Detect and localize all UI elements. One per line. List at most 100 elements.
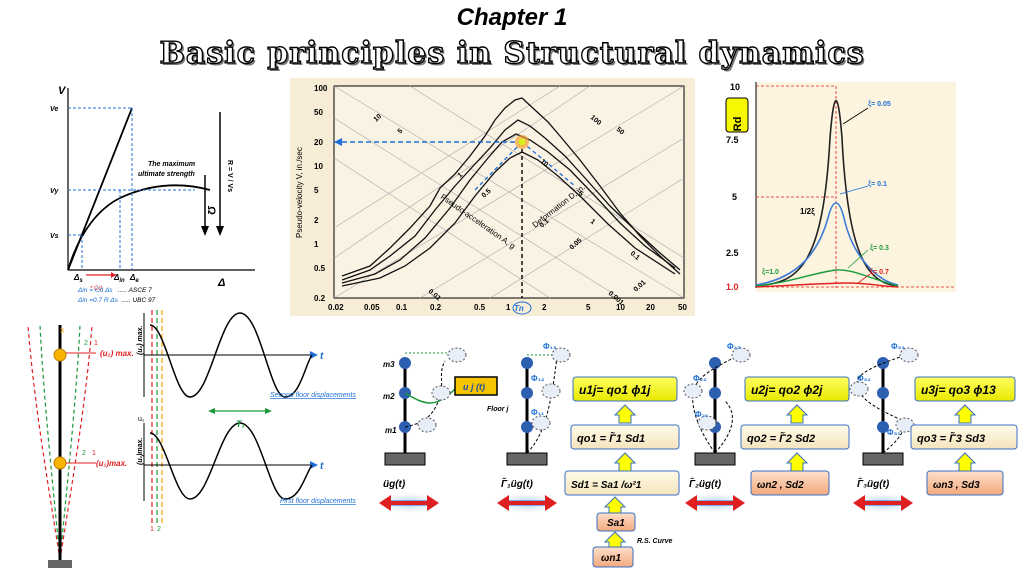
y-tick-0: 100 <box>314 84 328 93</box>
u2j-formula: u2j= qo2 ϕ2j <box>751 383 823 397</box>
sa1-label: Sa1 <box>607 518 625 529</box>
drift-equations: Δin = Cd Δs ..... ASCE 7 Δin =0.7 R Δs .… <box>78 286 155 306</box>
floor-label-1-top: 1 <box>94 340 98 347</box>
y-tick-4: 5 <box>314 186 319 195</box>
def-tick-4: 1 <box>589 218 597 226</box>
acc-tick-1: 5 <box>397 128 405 136</box>
y-tick-2: 20 <box>314 138 323 147</box>
y-tick-8: 0.2 <box>314 294 326 303</box>
curve-xi-01 <box>755 202 899 286</box>
x-tick-9: 20 <box>646 303 655 312</box>
first-floor-wave <box>149 422 313 500</box>
v-axis-label: V <box>58 85 67 97</box>
tripartite-spectrum: Pseudo-velocity V, in./sec Pseudo-accele… <box>290 78 695 316</box>
wn2-label: ωn2 , Sd2 <box>757 480 804 491</box>
curve-xi-07 <box>755 282 899 288</box>
bottom-label-1: 1 <box>150 526 154 533</box>
curve-xi-03 <box>755 269 899 287</box>
m3-label: m3 <box>383 360 395 369</box>
wn3-label: ωn3 , Sd3 <box>933 480 980 491</box>
r-label: R = V / Vs <box>226 160 233 192</box>
phi21-label: Φ₂₁ <box>695 410 709 419</box>
floor-label-2-mid: 2 <box>82 450 86 457</box>
gamma2-ug-label: Γ̃₂üg(t) <box>689 477 722 490</box>
frame-ground: m3 m2 m1 u j (t) Floor j üg(t) <box>375 347 509 515</box>
acc-tick-2: 1 <box>457 172 465 180</box>
x-tick-5: 1 <box>506 303 511 312</box>
floor-label-1-mid: 1 <box>92 450 96 457</box>
eq-asce-ref: ..... ASCE 7 <box>117 287 152 294</box>
floor-label-3: 3 <box>60 328 64 335</box>
mode-3: Φ₃₃ Φ₃₂ Φ₃₁ Γ̃₃üg(t) u3j= qo3 ϕ13 qo3 = … <box>849 342 1018 515</box>
displacement-histories: t t (u₂) max. (u₁)max. u₁ T₁ Second floo… <box>137 310 356 533</box>
sd1-formula: Sd1 = Sa1 /ω²1 <box>571 480 642 491</box>
u1-top-label: u₁ <box>138 416 145 423</box>
x-tick-2: 0.1 <box>396 303 408 312</box>
phi31-label: Φ₃₁ <box>887 428 901 437</box>
din-label: Δin <box>113 273 125 284</box>
first-floor-caption: First floor displacements <box>280 498 356 505</box>
y-tick-6: 1 <box>314 240 319 249</box>
rd-tick-1: 1.0 <box>726 282 739 292</box>
capacity-curve <box>67 184 211 271</box>
vy-label: Vy <box>50 188 60 195</box>
u2-max-label: (u₂) max. <box>100 349 134 358</box>
xi-label-005: ξ= 0.05 <box>868 101 891 108</box>
acc-tick-4: 0.1 <box>539 218 551 230</box>
def-tick-3: 5 <box>577 190 585 198</box>
vs-label: Vs <box>50 233 59 240</box>
x-tick-1: 0.05 <box>364 303 380 312</box>
tripartite-ylabel: Pseudo-velocity V, in./sec <box>295 147 304 238</box>
de-label: Δe <box>129 273 139 284</box>
rd-label: Rd <box>732 117 744 132</box>
ve-label: Ve <box>50 106 58 113</box>
phi32-label: Φ₃₂ <box>857 374 871 383</box>
y-tick-5: 2 <box>314 216 319 225</box>
phi33-label: Φ₃₃ <box>891 342 905 351</box>
phi13-label: Φ₁₃ <box>543 342 557 351</box>
xi-label-07: ξ= 0.7 <box>870 269 889 276</box>
delta-axis-label: Δ <box>217 277 225 289</box>
modal-analysis-flow: m3 m2 m1 u j (t) Floor j üg(t) Φ₁₃ Φ₁₂ Φ… <box>375 342 1018 568</box>
wn1-label: ωn1 <box>601 553 621 564</box>
floor-mode-shapes: 3 2 1 2 1 (u₂) max. (u₁)max. <box>27 324 134 568</box>
xi-label-1: ξ=1.0 <box>762 269 779 276</box>
phi22-label: Φ₂₂ <box>693 374 707 383</box>
tn-label: Tn <box>514 304 524 313</box>
slide-title: Basic principles in Structural dynamics <box>159 35 865 71</box>
gamma1-ug-label: Γ̃₁üg(t) <box>501 477 533 490</box>
qo2-formula: qo2 = Γ̃2 Sd2 <box>747 432 815 445</box>
qo1-formula: qo1 = Γ̃1 Sd1 <box>577 432 645 445</box>
rd-chart: Rd 10 7.5 5 2.5 1.0 ξ= 0.05 ξ= 0.1 ξ= 0.… <box>725 82 956 292</box>
mode-2: Φ₂₃ Φ₂₂ Φ₂₁ Γ̃₂üg(t) u2j= qo2 ϕ2j qo2 = … <box>681 342 850 515</box>
second-floor-wave <box>149 312 313 398</box>
cd-label: * Cd <box>90 286 102 292</box>
def-tick-2: 10 <box>539 158 550 168</box>
eq-ubc-ref: ..... UBC 97 <box>121 297 156 304</box>
y-tick-1: 50 <box>314 108 323 117</box>
ujt-label: u j (t) <box>463 382 485 392</box>
t-axis-lower: t <box>320 461 324 472</box>
x-tick-3: 0.2 <box>430 303 442 312</box>
bottom-label-2: 2 <box>157 526 161 533</box>
u3j-formula: u3j= qo3 ϕ13 <box>921 383 996 397</box>
rd-tick-5: 5 <box>732 192 737 202</box>
qo3-formula: qo3 = Γ̃3 Sd3 <box>917 432 985 445</box>
rd-tick-2-5: 2.5 <box>726 248 739 258</box>
strength-label-2: ultimate strength <box>138 171 195 178</box>
chapter-heading: Chapter 1 <box>456 4 568 31</box>
floor-j-label: Floor j <box>487 406 509 413</box>
gamma3-ug-label: Γ̃₃üg(t) <box>857 477 890 490</box>
acc-tick-3: 0.5 <box>481 188 493 200</box>
period-label: T₁ <box>236 419 245 429</box>
def-tick-1: 50 <box>615 126 626 136</box>
acc-tick-0: 10 <box>373 113 384 123</box>
rd-tick-10: 10 <box>730 82 740 92</box>
def-tick-5: 0.1 <box>629 250 641 262</box>
pushover-diagram: V Δ Ve Vy Vs Δs Δin Δe * Cd The maximum … <box>50 85 255 292</box>
x-tick-0: 0.02 <box>328 303 344 312</box>
x-tick-7: 5 <box>586 303 591 312</box>
phi23-label: Φ₂₃ <box>727 342 741 351</box>
